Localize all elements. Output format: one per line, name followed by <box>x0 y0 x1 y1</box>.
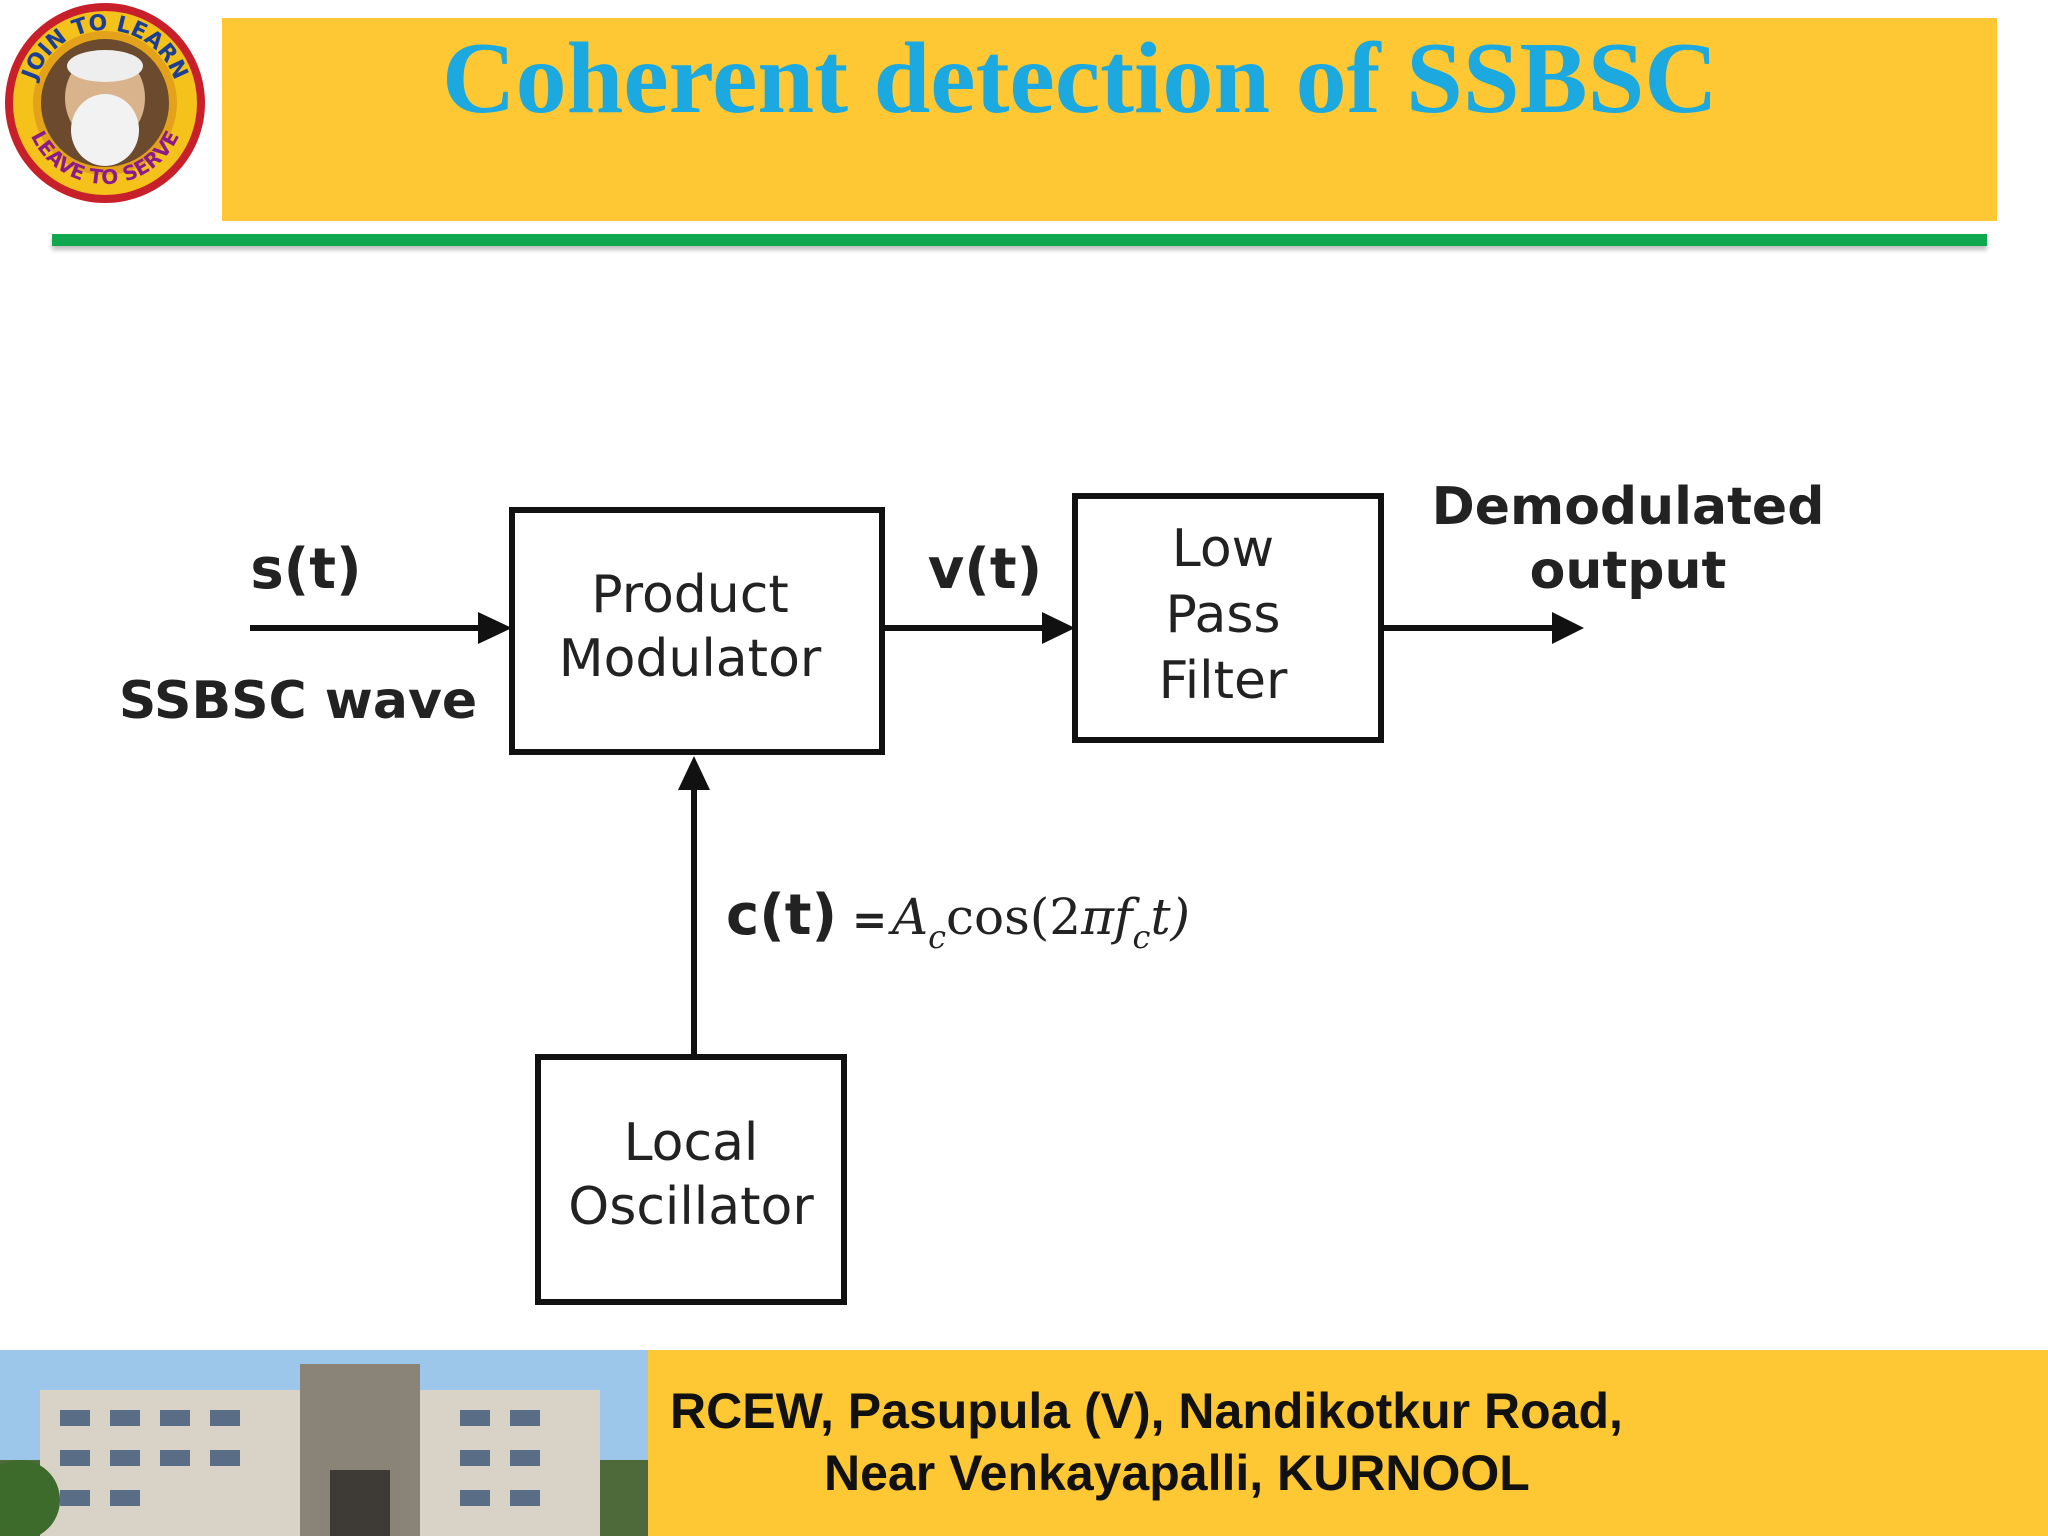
address-line-2: Near Venkayapalli, KURNOOL <box>824 1445 1530 1501</box>
low-pass-filter-line2: Pass <box>1165 585 1280 645</box>
product-modulator-line1: Product <box>591 565 788 625</box>
page-title: Coherent detection of SSBSC <box>442 22 1718 135</box>
carrier-equals: = <box>852 895 887 944</box>
output-label-line1: Demodulated <box>1432 477 1825 537</box>
college-address: RCEW, Pasupula (V), Nandikotkur Road, Ne… <box>648 1380 1748 1504</box>
local-oscillator-line1: Local <box>624 1113 759 1173</box>
output-arrow-head <box>1552 612 1584 644</box>
input-signal-label: s(t) <box>250 537 361 602</box>
v-arrow-head <box>1042 612 1075 644</box>
input-signal-caption: SSBSC wave <box>119 671 477 731</box>
low-pass-filter-block <box>1072 493 1384 743</box>
carrier-arrow-head <box>678 756 710 790</box>
output-label-line2: output <box>1530 541 1727 601</box>
campus-photo <box>0 1350 648 1536</box>
low-pass-filter-line3: Filter <box>1159 651 1288 711</box>
carrier-label: c(t) <box>726 883 837 948</box>
college-logo: JOIN TO LEARN LEAVE TO SERVE <box>5 3 205 203</box>
low-pass-filter-line1: Low <box>1172 519 1274 579</box>
title-band <box>222 18 1997 221</box>
carrier-formula: Accos(2πfct) <box>888 888 1190 956</box>
input-arrow-head <box>478 612 512 644</box>
intermediate-signal-label: v(t) <box>928 537 1042 602</box>
address-line-1: RCEW, Pasupula (V), Nandikotkur Road, <box>670 1383 1623 1439</box>
header-divider <box>52 234 1987 246</box>
product-modulator-line2: Modulator <box>559 629 822 689</box>
local-oscillator-line2: Oscillator <box>568 1177 814 1237</box>
